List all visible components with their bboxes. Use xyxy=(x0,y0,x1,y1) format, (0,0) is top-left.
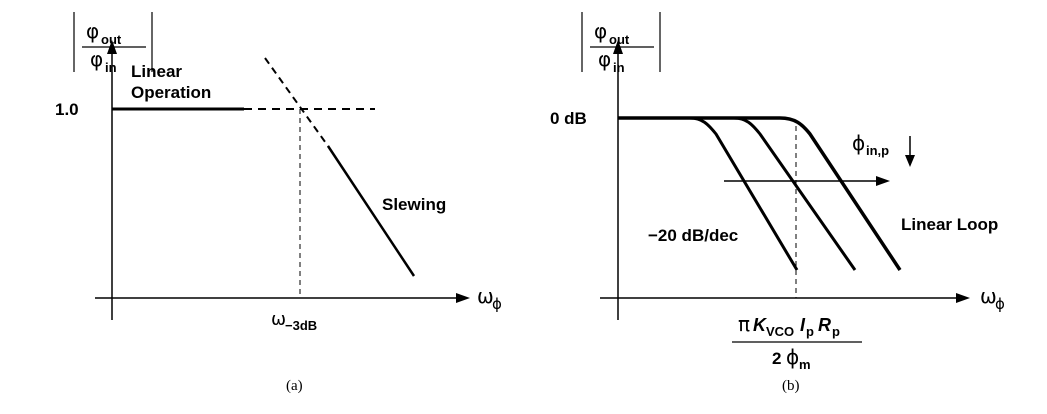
a-region-slewing: Slewing xyxy=(382,195,446,214)
b-xlabel-sym: ω xyxy=(980,284,997,308)
panel-b: φ out φ in 0 dB ϕ in,p −20 dB/dec Linear… xyxy=(550,12,1005,394)
a-y-label: φ out φ in xyxy=(73,12,153,75)
b-response-curve-1 xyxy=(618,116,799,271)
b-x-tick-den-sub: m xyxy=(799,357,811,372)
a-y-tick-label: 1.0 xyxy=(55,100,79,119)
b-y-tick-label: 0 dB xyxy=(550,109,587,128)
a-ylabel-den-sub: in xyxy=(105,60,117,75)
b-slope-label: −20 dB/dec xyxy=(648,226,738,245)
a-x-tick-sym: ω xyxy=(271,309,286,330)
a-x-tick-sub: −3dB xyxy=(285,318,317,333)
b-param-arrow-head-icon xyxy=(905,155,915,167)
b-ylabel-den-sub: in xyxy=(613,60,625,75)
b-caption: (b) xyxy=(782,378,800,394)
b-x-tick-R: R xyxy=(818,315,831,335)
b-ylabel-den-sym: φ xyxy=(598,47,611,71)
b-x-tick-fraction: π K VCO I p R p 2 ϕ m xyxy=(732,312,862,372)
b-x-tick-pi: π xyxy=(738,312,750,336)
b-shift-arrow-head-icon xyxy=(876,176,890,186)
b-param-sub: in,p xyxy=(866,143,889,158)
a-xlabel-sub: ϕ xyxy=(492,295,502,313)
a-ylabel-den-sym: φ xyxy=(90,47,103,71)
a-region-linear-line1: Linear xyxy=(131,62,182,81)
b-y-label: φ out φ in xyxy=(581,12,661,75)
b-x-axis-arrow-icon xyxy=(956,293,970,303)
b-ylabel-num-sym: φ xyxy=(594,19,607,43)
a-xlabel-sym: ω xyxy=(477,284,494,308)
b-x-tick-den-sym: ϕ xyxy=(786,345,799,369)
b-xlabel-sub: ϕ xyxy=(995,295,1005,313)
b-linear-loop-label: Linear Loop xyxy=(901,215,998,234)
a-x-axis-arrow-icon xyxy=(456,293,470,303)
b-x-tick-K: K xyxy=(753,315,768,335)
a-slewing-extension-dashed xyxy=(264,57,329,147)
panel-a: φ out φ in 1.0 Linear Operation Slewing … xyxy=(55,12,502,394)
a-region-linear-line2: Operation xyxy=(131,83,211,102)
b-response-curve-3 xyxy=(618,116,902,271)
a-slewing-response xyxy=(326,145,416,277)
b-x-tick-K-sub: VCO xyxy=(766,324,794,339)
b-response-curve-2 xyxy=(618,116,857,271)
b-param-sym: ϕ xyxy=(852,131,865,155)
b-x-tick-den: 2 xyxy=(772,349,781,368)
a-ylabel-num-sym: φ xyxy=(86,19,99,43)
a-ylabel-num-sub: out xyxy=(101,32,122,47)
b-x-tick-I: I xyxy=(800,315,806,335)
a-caption: (a) xyxy=(286,378,303,394)
b-ylabel-num-sub: out xyxy=(609,32,630,47)
b-x-tick-I-sub: p xyxy=(806,324,814,339)
b-x-tick-R-sub: p xyxy=(832,324,840,339)
